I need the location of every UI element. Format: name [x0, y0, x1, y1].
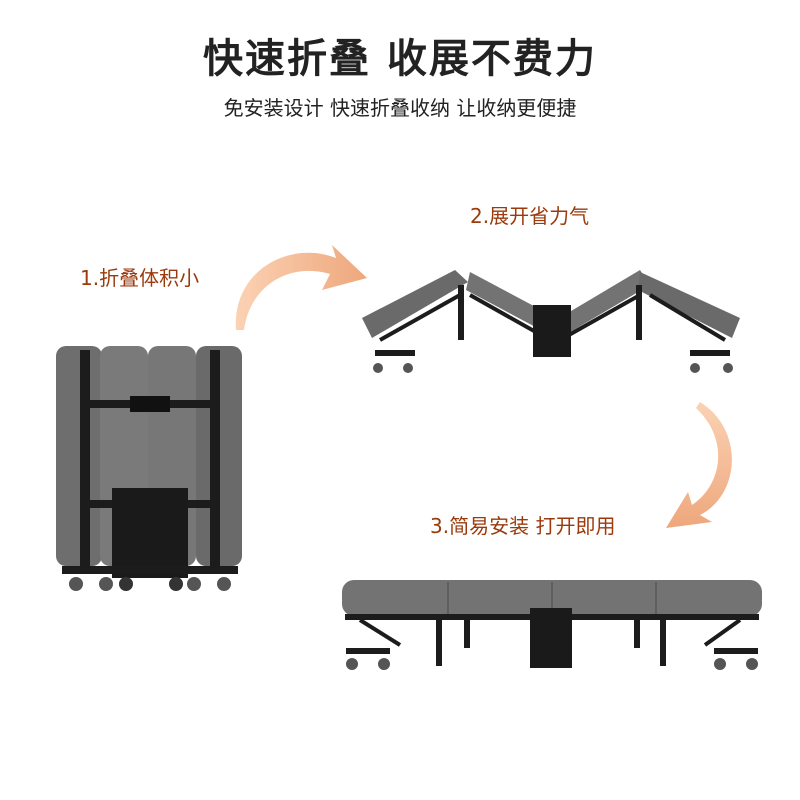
arrow-icon	[235, 245, 367, 330]
unfolding-bed-image	[362, 270, 740, 373]
page-subtitle: 免安装设计 快速折叠收纳 让收纳更便捷	[223, 96, 577, 120]
step-3-label: 3.简易安装 打开即用	[430, 514, 616, 538]
step-2-label: 2.展开省力气	[470, 204, 590, 228]
page-title: 快速折叠 收展不费力	[203, 36, 597, 82]
step-1-label: 1.折叠体积小	[80, 266, 200, 290]
folded-bed-image	[56, 346, 242, 591]
unfolded-bed-image	[342, 580, 762, 670]
arrow-icon	[666, 402, 732, 528]
